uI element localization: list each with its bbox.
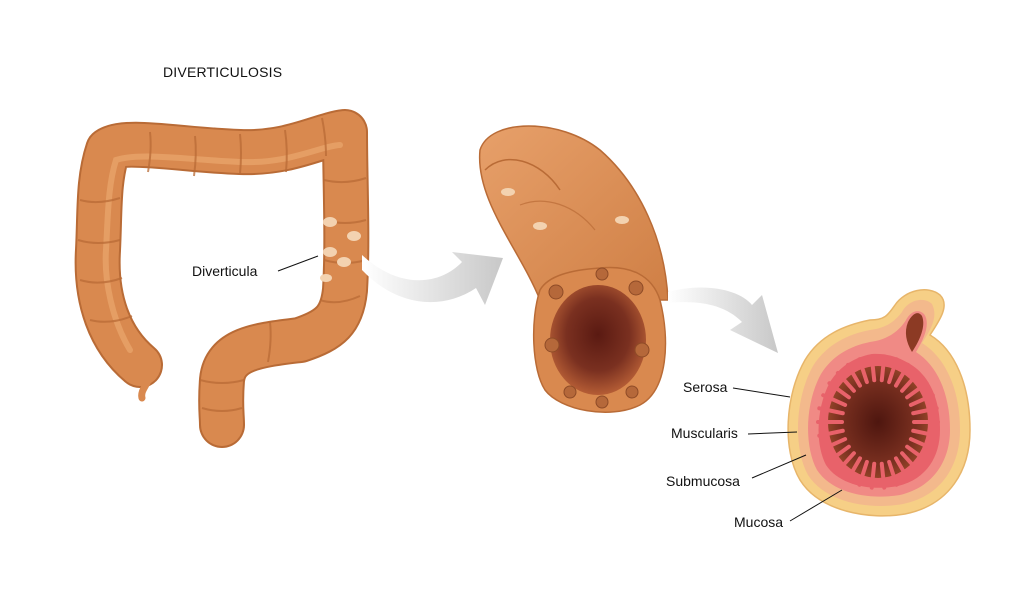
diverticula-pouches <box>320 217 361 282</box>
colon-highlight <box>102 142 343 353</box>
arrow-colon-to-segment <box>362 252 503 305</box>
mucosal-fold <box>827 381 851 400</box>
diagram-title: DIVERTICULOSIS <box>163 64 282 80</box>
segment-diverticula <box>544 267 650 409</box>
submucosa-leader <box>751 454 807 479</box>
mucosal-fold <box>821 437 848 451</box>
mucosal-fold <box>879 461 887 490</box>
submucosa-label: Submucosa <box>666 473 740 489</box>
muscularis-leader <box>747 431 798 435</box>
mucosal-fold <box>817 406 845 416</box>
mucosal-fold <box>887 459 899 487</box>
mucosal-fold <box>857 459 869 487</box>
mucosal-fold <box>905 381 929 400</box>
mucosal-fold <box>911 428 939 438</box>
mucosal-fold <box>869 461 877 490</box>
colon-segment-illustration <box>478 125 669 413</box>
mucosal-fold <box>869 354 877 383</box>
serosa-label: Serosa <box>683 379 728 395</box>
mucosal-fold <box>911 406 939 416</box>
mucosal-fold <box>846 456 862 482</box>
colon-haustra <box>77 117 367 412</box>
mucosal-fold <box>900 370 921 393</box>
arrow-segment-to-cross-section <box>668 287 778 353</box>
mucosal-fold <box>894 456 910 482</box>
diverticula-label: Diverticula <box>192 263 258 279</box>
mucosal-fold <box>827 444 851 463</box>
mucosa-leader <box>789 489 843 522</box>
mucosal-fold <box>879 354 887 383</box>
appendix <box>138 371 154 402</box>
mucosal-fold <box>905 444 929 463</box>
segment-lumen <box>550 285 646 395</box>
cross-section-illustration <box>787 289 971 517</box>
mucosal-fold <box>900 451 921 474</box>
serosa-leader <box>732 387 791 398</box>
diverticula-leader <box>277 255 319 272</box>
mucosal-fold <box>835 370 856 393</box>
mucosal-fold <box>835 451 856 474</box>
mucosal-fold <box>908 437 935 451</box>
mucosal-fold <box>821 393 848 407</box>
mucosal-fold <box>846 362 862 388</box>
colon-illustration <box>74 109 370 448</box>
mucosal-fold <box>894 362 910 388</box>
mucosal-fold <box>857 357 869 385</box>
mucosal-fold <box>817 428 845 438</box>
diverticulum-pouch <box>905 313 924 352</box>
muscularis-label: Muscularis <box>671 425 738 441</box>
mucosal-fold <box>887 357 899 385</box>
mucosal-fold <box>908 393 935 407</box>
segment-fold <box>484 158 561 191</box>
segment-tube <box>478 125 669 301</box>
cross-section-lumen <box>828 366 928 478</box>
mucosa-label: Mucosa <box>734 514 783 530</box>
mucosal-folds <box>816 354 940 490</box>
colon-fill <box>76 111 368 446</box>
